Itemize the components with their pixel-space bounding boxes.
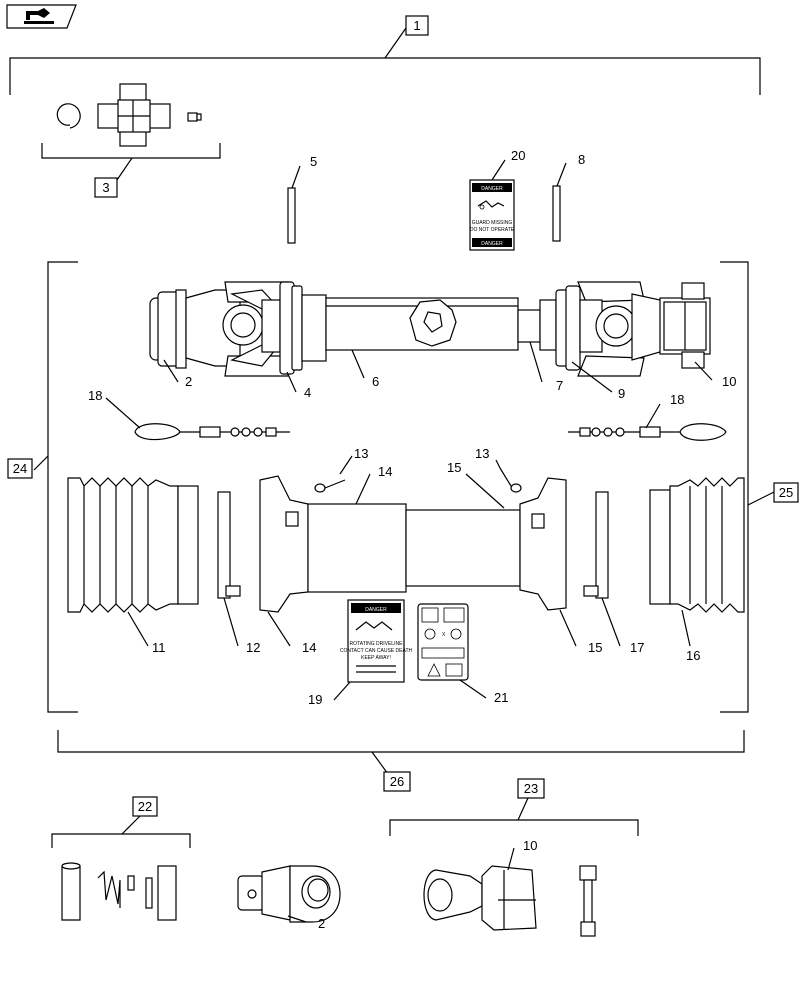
- callout-9: 9: [618, 386, 625, 401]
- callout-13b: 13: [475, 446, 489, 461]
- assembly-24-bracket: [47, 261, 78, 713]
- safety-chain-right: [568, 423, 727, 441]
- svg-text:KEEP AWAY!: KEEP AWAY!: [361, 655, 391, 661]
- grease-fitting: [187, 112, 202, 122]
- guard-cone-14: [259, 475, 309, 613]
- assembly-26-bracket: [57, 730, 745, 753]
- callout-22: 22: [138, 799, 152, 814]
- callout-10a: 10: [722, 374, 736, 389]
- callout-20: 20: [511, 148, 525, 163]
- callout-10b: 10: [523, 838, 537, 853]
- callout-14b: 14: [302, 640, 316, 655]
- bolt-and-nut: [579, 865, 597, 937]
- callout-8: 8: [578, 152, 585, 167]
- safety-chain-left: [134, 423, 290, 441]
- callout-11: 11: [152, 640, 166, 655]
- universal-joint-cross: [97, 83, 171, 147]
- svg-text:DANGER: DANGER: [481, 186, 503, 192]
- guard-cone-15: [519, 477, 567, 611]
- shim-plate-8: [552, 185, 561, 242]
- callout-4: 4: [304, 385, 311, 400]
- bellows-shield-right: [649, 477, 745, 613]
- callout-14a: 14: [378, 464, 392, 479]
- svg-text:DANGER: DANGER: [365, 607, 387, 613]
- callout-box-1[interactable]: 1: [405, 15, 429, 36]
- callout-box-22[interactable]: 22: [132, 796, 158, 817]
- snap-ring: [56, 103, 81, 129]
- callout-18a: 18: [88, 388, 102, 403]
- svg-text:DO NOT OPERATE: DO NOT OPERATE: [470, 227, 515, 233]
- shim-plate-5: [287, 187, 296, 244]
- callout-box-25[interactable]: 25: [773, 482, 799, 503]
- drive-shaft-assembly: [149, 281, 711, 377]
- callout-2a: 2: [185, 374, 192, 389]
- hub-yoke-2: [237, 865, 341, 923]
- callout-16: 16: [686, 648, 700, 663]
- callout-15a: 15: [447, 460, 461, 475]
- callout-25: 25: [779, 485, 793, 500]
- bearing-ring-12: [217, 491, 241, 599]
- callout-box-24[interactable]: 24: [7, 458, 33, 479]
- callout-19: 19: [308, 692, 322, 707]
- kit-22-bracket: [51, 833, 191, 848]
- callout-3: 3: [102, 180, 109, 195]
- callout-1: 1: [413, 18, 420, 33]
- clamp-yoke-10: [423, 865, 537, 931]
- callout-5: 5: [310, 154, 317, 169]
- callout-box-26[interactable]: 26: [383, 771, 411, 792]
- screw-13-left: [314, 479, 346, 493]
- bearing-ring-17: [583, 491, 609, 599]
- assembly-1-bracket: [9, 27, 761, 95]
- bellows-shield-left: [67, 477, 199, 613]
- assembly-25-bracket: [720, 261, 749, 713]
- callout-24: 24: [13, 461, 27, 476]
- safety-symbols-decal: X: [417, 603, 469, 681]
- callout-15b: 15: [588, 640, 602, 655]
- guard-missing-decal: DANGER GUARD MISSING DO NOT OPERATE DANG…: [469, 179, 515, 251]
- callout-7: 7: [556, 378, 563, 393]
- callout-2b: 2: [318, 916, 325, 931]
- navigation-icon[interactable]: [6, 4, 77, 29]
- callout-18b: 18: [670, 392, 684, 407]
- callout-21: 21: [494, 690, 508, 705]
- callout-26: 26: [390, 774, 404, 789]
- callout-box-3[interactable]: 3: [94, 177, 118, 198]
- kit-22-parts: [61, 862, 177, 921]
- callout-12: 12: [246, 640, 260, 655]
- callout-6: 6: [372, 374, 379, 389]
- kit-3-bracket: [41, 143, 221, 159]
- svg-text:GUARD MISSING: GUARD MISSING: [472, 220, 513, 226]
- callout-17: 17: [630, 640, 644, 655]
- callout-13a: 13: [354, 446, 368, 461]
- kit-23-bracket: [389, 819, 639, 836]
- screw-13-right: [499, 467, 522, 493]
- callout-23: 23: [524, 781, 538, 796]
- rotating-driveline-decal: DANGER ROTATING DRIVELINE CONTACT CAN CA…: [340, 599, 413, 683]
- svg-text:X: X: [442, 632, 446, 638]
- guard-tube: [307, 503, 521, 593]
- callout-box-23[interactable]: 23: [517, 778, 545, 799]
- svg-text:CONTACT CAN CAUSE DEATH: CONTACT CAN CAUSE DEATH: [340, 648, 413, 654]
- svg-text:ROTATING DRIVELINE: ROTATING DRIVELINE: [350, 641, 404, 647]
- svg-text:DANGER: DANGER: [481, 241, 503, 247]
